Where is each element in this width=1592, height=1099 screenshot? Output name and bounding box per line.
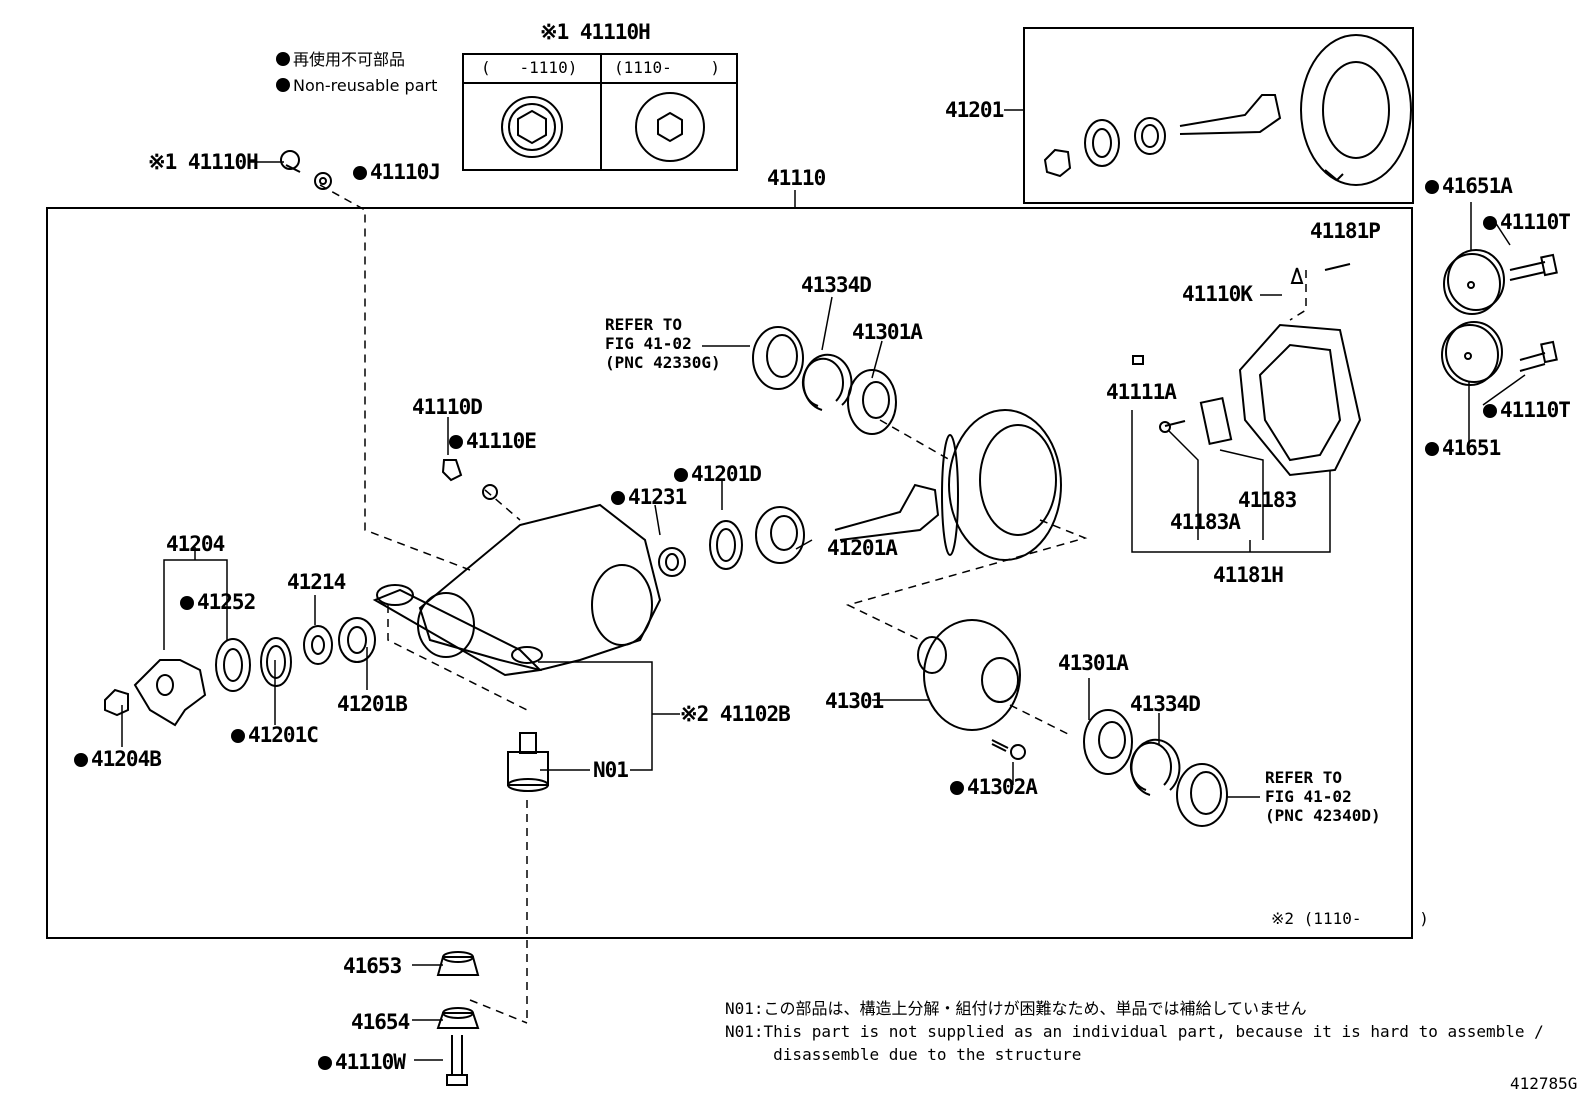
label-41231[interactable]: 41231	[611, 485, 687, 509]
note-en-2: disassemble due to the structure	[725, 1045, 1082, 1064]
leader-lines	[121, 109, 1526, 1061]
label-41653[interactable]: 41653	[343, 954, 402, 978]
label-41111A[interactable]: 41111A	[1106, 380, 1177, 404]
footnote-x2: ※2 (1110- )	[1271, 909, 1429, 928]
differential-case	[917, 619, 1021, 731]
ring-gear	[941, 409, 1062, 561]
label-41654[interactable]: 41654	[351, 1010, 410, 1034]
refer-top: REFER TO FIG 41-02 (PNC 42330G)	[605, 315, 721, 372]
label-41201B[interactable]: 41201B	[337, 692, 408, 716]
label-41183[interactable]: 41183	[1238, 488, 1297, 512]
bushing-N01	[507, 732, 549, 792]
mount-41654	[436, 1007, 480, 1029]
snap-ring-bottom	[1130, 738, 1181, 796]
bolt-41110W	[446, 1035, 468, 1086]
label-41252[interactable]: 41252	[180, 590, 256, 614]
spacer-41214	[303, 625, 333, 665]
refer-bottom: REFER TO FIG 41-02 (PNC 42340D)	[1265, 768, 1381, 825]
pinion-ring-gear-kit	[1043, 34, 1412, 186]
cover-41651A	[1443, 249, 1505, 315]
cover-41651	[1441, 321, 1503, 386]
label-41110K[interactable]: 41110K	[1182, 282, 1253, 306]
mount-41653	[436, 951, 480, 976]
assembly-frame	[46, 207, 1413, 939]
label-41651[interactable]: 41651	[1425, 436, 1501, 460]
label-41334D-bottom[interactable]: 41334D	[1130, 692, 1201, 716]
bearing-bottom	[1083, 709, 1133, 775]
dashed-guides	[319, 184, 1307, 1024]
label-41651A[interactable]: 41651A	[1425, 174, 1513, 198]
label-41181P[interactable]: 41181P	[1310, 219, 1381, 243]
label-41181H[interactable]: 41181H	[1213, 563, 1284, 587]
bolt-41110H	[280, 150, 301, 173]
nut-41204B	[104, 688, 129, 717]
seal-41201D	[709, 520, 743, 570]
inset-table	[462, 53, 738, 171]
label-41110T-top[interactable]: 41110T	[1483, 210, 1571, 234]
oil-seal-bottom	[1176, 763, 1228, 827]
oil-seal-top	[752, 326, 804, 390]
label-41214[interactable]: 41214	[287, 570, 346, 594]
label-41110W[interactable]: 41110W	[318, 1050, 406, 1074]
label-41110D[interactable]: 41110D	[412, 395, 483, 419]
seal-41252	[215, 638, 251, 692]
bearing-41201B	[338, 617, 376, 663]
pinion-gear	[834, 483, 940, 541]
label-41204B[interactable]: 41204B	[74, 747, 162, 771]
label-41110E[interactable]: 41110E	[449, 429, 537, 453]
bolt-41110D	[441, 459, 463, 482]
bolt-41302A	[991, 739, 1026, 760]
legend-non-reusable-en: Non-reusable part	[276, 76, 437, 96]
label-41201[interactable]: 41201	[945, 98, 1004, 122]
inset-col2: (1110- )	[614, 58, 720, 77]
bolt-41110T-top	[1509, 253, 1558, 281]
legend-non-reusable-ja: 再使用不可部品	[276, 50, 405, 70]
bearing-top	[847, 369, 897, 435]
inset-col1: ( -1110)	[481, 58, 578, 77]
seal-41201C	[260, 637, 292, 687]
bearing-41201A	[755, 506, 805, 564]
label-41334D-top[interactable]: 41334D	[801, 273, 872, 297]
label-41110T-bottom[interactable]: 41110T	[1483, 398, 1571, 422]
spacer-41231	[658, 547, 686, 577]
label-41201A[interactable]: 41201A	[827, 536, 898, 560]
legend-dot-icon	[276, 52, 290, 66]
snap-ring-top	[802, 353, 853, 411]
carrier-housing	[372, 503, 662, 677]
label-41201C[interactable]: 41201C	[231, 723, 319, 747]
washer-41110E	[482, 484, 498, 500]
washer-41110J	[314, 172, 332, 190]
label-41183A[interactable]: 41183A	[1170, 510, 1241, 534]
label-41301A-top[interactable]: 41301A	[852, 320, 923, 344]
label-41201D[interactable]: 41201D	[674, 462, 762, 486]
label-41110J[interactable]: 41110J	[353, 160, 441, 184]
bolt-41110T-bottom	[1519, 340, 1558, 372]
label-41301[interactable]: 41301	[825, 689, 884, 713]
note-ja: N01:この部品は、構造上分解・組付けが困難なため、単品では補給していません	[725, 999, 1307, 1018]
inset-title: ※1 41110H	[540, 20, 651, 44]
kit-frame-41201	[1023, 27, 1414, 204]
label-N01[interactable]: N01	[593, 758, 629, 782]
label-41204[interactable]: 41204	[166, 532, 225, 556]
figure-id: 412785G	[1510, 1074, 1578, 1093]
companion-flange	[133, 659, 207, 727]
legend-dot-icon	[276, 78, 290, 92]
differential-cover	[1132, 263, 1362, 477]
label-41302A[interactable]: 41302A	[950, 775, 1038, 799]
label-41301A-bottom[interactable]: 41301A	[1058, 651, 1129, 675]
label-41102B[interactable]: ※2 41102B	[680, 702, 791, 726]
label-41110[interactable]: 41110	[767, 166, 826, 190]
label-41110H[interactable]: ※1 41110H	[148, 150, 259, 174]
note-en-1: N01:This part is not supplied as an indi…	[725, 1022, 1544, 1041]
